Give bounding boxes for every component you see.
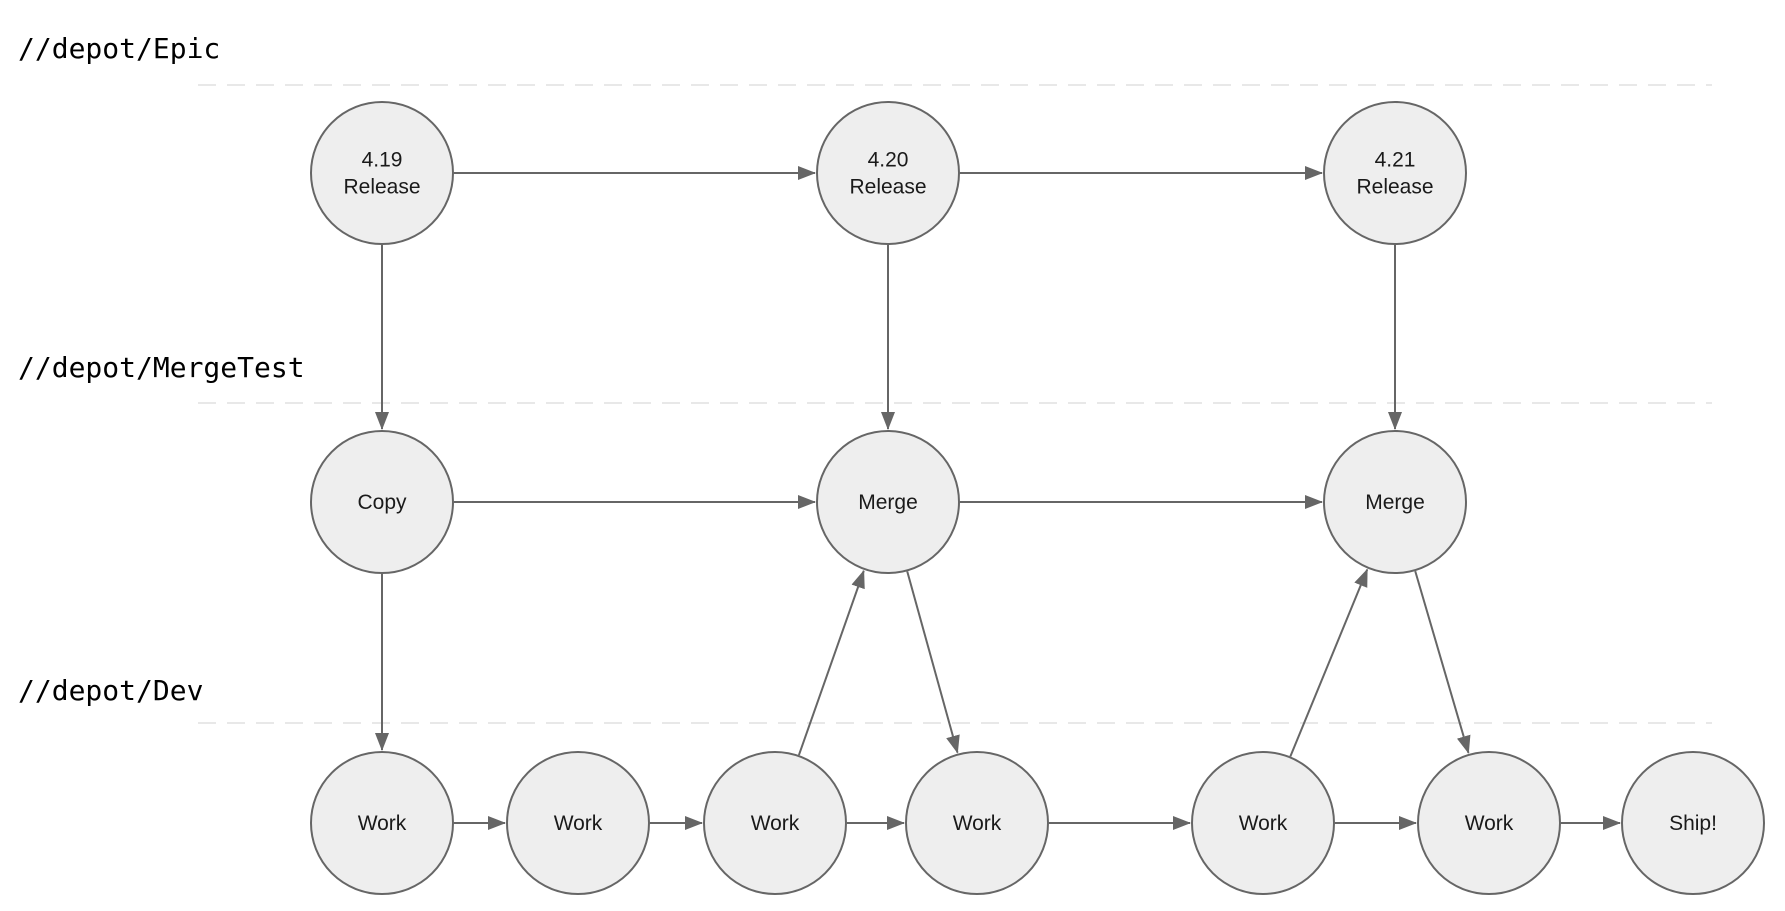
node-copy: Copy [310,430,454,574]
node-ship: Ship! [1621,751,1765,895]
node-circle-work-6 [1417,751,1561,895]
edge-work-3-to-merge-1 [797,569,865,756]
node-work-6: Work [1417,751,1561,895]
node-circle-merge-1 [816,430,960,574]
node-label-merge-1: Merge [858,491,918,514]
node-work-3: Work [703,751,847,895]
edge-merge-2-to-work-6 [1414,570,1471,754]
node-circle-release-4-20 [816,101,960,245]
node-label-work-4: Work [953,812,1002,835]
node-circle-release-4-19 [310,101,454,245]
node-work-2: Work [506,751,650,895]
lane-label-mergetest: //depot/MergeTest [18,351,305,384]
edge-work-5-to-merge-2 [1289,568,1369,757]
node-merge-2: Merge [1323,430,1467,574]
node-label-work-1: Work [358,812,407,835]
node-label-merge-2: Merge [1365,491,1425,514]
lane-label-epic: //depot/Epic [18,32,220,65]
node-work-1: Work [310,751,454,895]
lane-label-dev: //depot/Dev [18,674,203,707]
node-merge-1: Merge [816,430,960,574]
node-label-work-3: Work [751,812,800,835]
node-circle-merge-2 [1323,430,1467,574]
node-circle-release-4-21 [1323,101,1467,245]
node-circle-work-1 [310,751,454,895]
node-label-work-2: Work [554,812,603,835]
edge-merge-1-to-work-4 [906,571,960,754]
node-label-copy: Copy [357,491,407,514]
node-circle-work-5 [1191,751,1335,895]
node-circle-work-2 [506,751,650,895]
node-label-work-5: Work [1239,812,1288,835]
node-work-4: Work [905,751,1049,895]
node-circle-work-4 [905,751,1049,895]
node-circle-work-3 [703,751,847,895]
node-label-work-6: Work [1465,812,1514,835]
node-circle-ship [1621,751,1765,895]
node-circle-copy [310,430,454,574]
node-label-ship: Ship! [1669,812,1717,835]
node-work-5: Work [1191,751,1335,895]
